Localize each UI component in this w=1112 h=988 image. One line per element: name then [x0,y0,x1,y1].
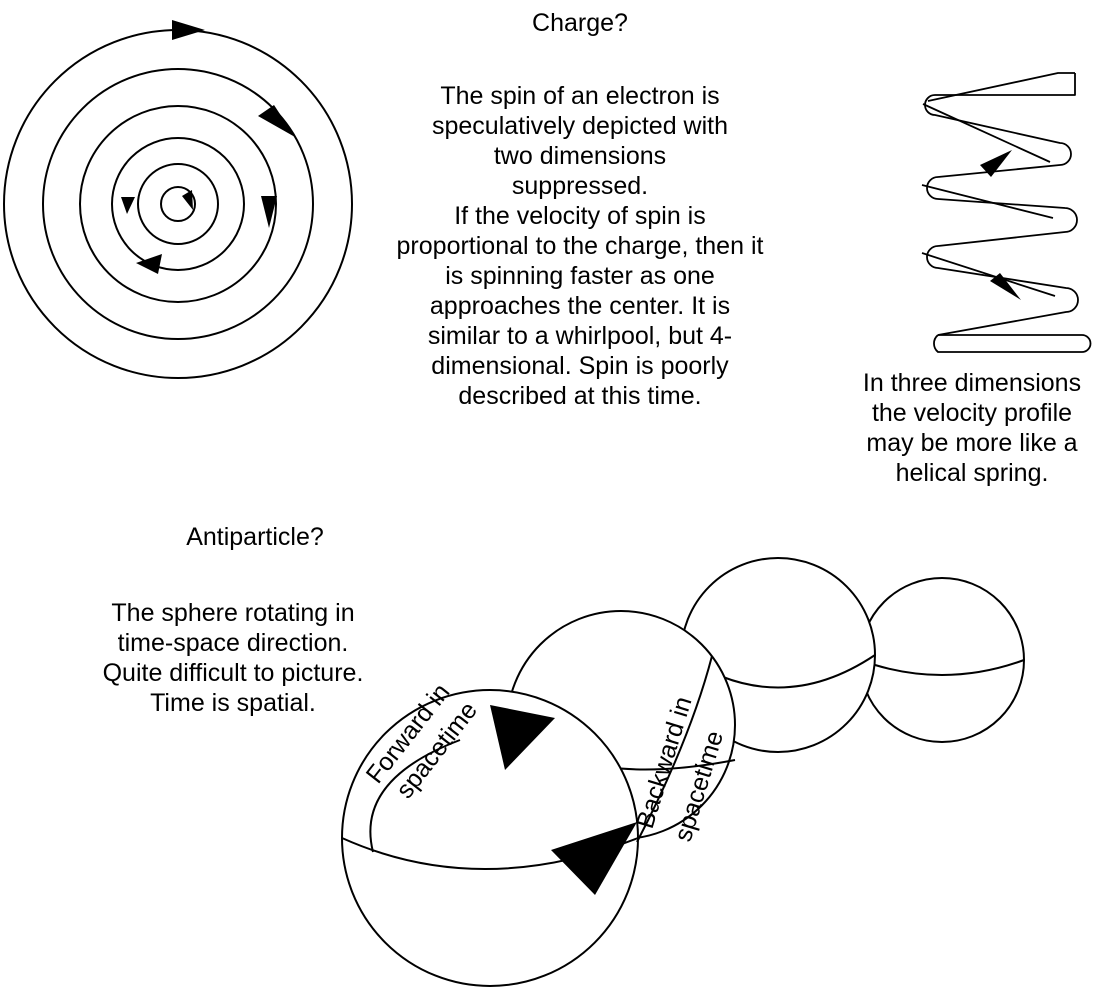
charge-line: If the velocity of spin is [340,201,820,231]
sphere-4 [860,578,1024,742]
spheres-diagram [342,558,1024,986]
helix-caption-line: In three dimensions [832,368,1112,398]
charge-line: two dimensions [340,141,820,171]
charge-line: similar to a whirlpool, but 4- [340,321,820,351]
spiral-ring-3 [80,106,276,302]
charge-line: is spinning faster as one [340,261,820,291]
helical-spring [922,73,1091,352]
charge-line: speculatively depicted with [340,111,820,141]
charge-line: The spin of an electron is [340,81,820,111]
helix-caption-line: helical spring. [832,458,1112,488]
charge-line: described at this time. [340,381,820,411]
charge-paragraph: The spin of an electron is speculatively… [340,81,820,411]
antiparticle-line: Quite difficult to picture. [88,658,378,688]
helix-coil-3 [927,246,1078,335]
helix-bottom-end [934,335,1091,352]
antiparticle-heading: Antiparticle? [140,522,370,552]
antiparticle-line: The sphere rotating in [88,598,378,628]
antiparticle-paragraph: The sphere rotating in time-space direct… [88,598,378,718]
charge-heading: Charge? [480,8,680,38]
arrow-inner-ring [182,190,193,210]
charge-line: approaches the center. It is [340,291,820,321]
antiparticle-line: Time is spatial. [88,688,378,718]
arrow-ring-2 [258,105,295,137]
helix-caption-line: may be more like a [832,428,1112,458]
helix-caption: In three dimensions the velocity profile… [832,368,1112,488]
helix-caption-line: the velocity profile [832,398,1112,428]
spiral-ring-5 [138,164,218,244]
arrow-ring-5 [121,197,135,214]
spiral-ring-outer [4,30,352,378]
charge-line: suppressed. [340,171,820,201]
helix-coil-1-back [928,73,1075,101]
spiral-ring-4 [112,138,244,270]
charge-line: proportional to the charge, then it [340,231,820,261]
antiparticle-line: time-space direction. [88,628,378,658]
helix-coil-2 [927,177,1077,246]
arrow-outer-ring [172,20,205,40]
charge-line: dimensional. Spin is poorly [340,351,820,381]
spin-spiral-diagram [4,30,352,378]
spin-direction-arrows [121,20,295,274]
